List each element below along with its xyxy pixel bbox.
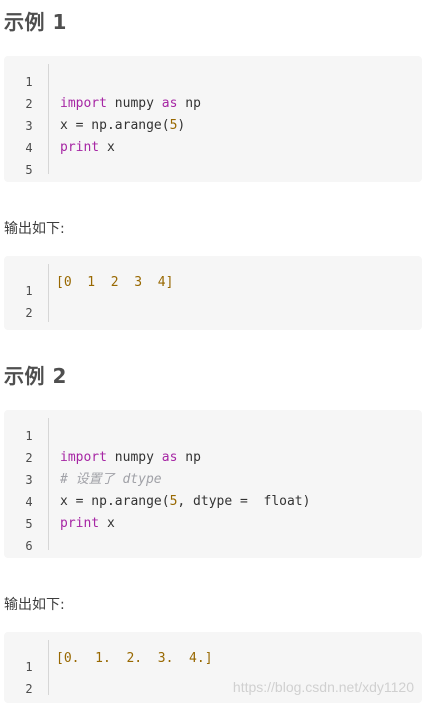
- line-number-gutter: 1 2 3 4 5 6: [13, 418, 49, 553]
- code-line: print x: [60, 140, 115, 156]
- keyword: as: [161, 96, 178, 111]
- line-number: 1: [25, 660, 33, 674]
- code-text: x: [99, 140, 115, 155]
- line-number: 5: [25, 517, 33, 531]
- code-text: , dtype = float): [177, 494, 311, 509]
- code-text: x = np.arange(: [60, 494, 170, 509]
- number-literal: 5: [169, 118, 178, 133]
- code-text: ): [177, 118, 186, 133]
- code-text: x: [99, 516, 115, 531]
- output-block-2: 1 2 [0. 1. 2. 3. 4.] https://blog.csdn.n…: [4, 632, 422, 703]
- example-1-heading: 示例 1: [4, 10, 67, 34]
- line-number: 2: [25, 97, 33, 111]
- code-line: import numpy as np: [60, 450, 201, 466]
- output-block-1: 1 2 [0 1 2 3 4]: [4, 256, 422, 330]
- code-text: np: [177, 96, 201, 111]
- output-text: [0 1 2 3 4]: [56, 275, 174, 290]
- output-label-2: 输出如下:: [4, 597, 65, 613]
- code-text: numpy: [106, 450, 162, 465]
- line-number: 2: [25, 306, 33, 320]
- code-line: import numpy as np: [60, 96, 201, 112]
- code-text: np: [177, 450, 201, 465]
- output-label-1: 输出如下:: [4, 221, 65, 237]
- line-number: 5: [25, 163, 33, 177]
- line-number: 1: [25, 284, 33, 298]
- line-number: 4: [25, 141, 33, 155]
- code-comment: # 设置了 dtype: [60, 472, 162, 487]
- code-block-example-2: 1 2 3 4 5 6 import numpy as np # 设置了 dty…: [4, 410, 422, 558]
- line-number: 1: [25, 75, 33, 89]
- line-number: 3: [25, 473, 33, 487]
- code-line: x = np.arange(5): [60, 118, 185, 134]
- line-number: 1: [25, 429, 33, 443]
- line-number: 4: [25, 495, 33, 509]
- line-number: 6: [25, 539, 33, 553]
- keyword: print: [60, 140, 100, 155]
- keyword: as: [161, 450, 178, 465]
- watermark: https://blog.csdn.net/xdy1120: [232, 679, 414, 695]
- line-number: 2: [25, 682, 33, 696]
- output-text: [0. 1. 2. 3. 4.]: [56, 651, 213, 666]
- number-literal: 5: [169, 494, 178, 509]
- line-number: 3: [25, 119, 33, 133]
- keyword: import: [60, 96, 107, 111]
- line-number-gutter: 1 2 3 4 5: [13, 64, 49, 177]
- line-number-gutter: 1 2: [13, 640, 49, 696]
- keyword: import: [60, 450, 107, 465]
- line-number: 2: [25, 451, 33, 465]
- example-2-heading: 示例 2: [4, 364, 67, 388]
- code-line: print x: [60, 516, 115, 532]
- code-block-example-1: 1 2 3 4 5 import numpy as np x = np.aran…: [4, 56, 422, 182]
- code-text: numpy: [106, 96, 162, 111]
- code-text: x = np.arange(: [60, 118, 170, 133]
- keyword: print: [60, 516, 100, 531]
- code-line: x = np.arange(5, dtype = float): [60, 494, 310, 510]
- line-number-gutter: 1 2: [13, 264, 49, 322]
